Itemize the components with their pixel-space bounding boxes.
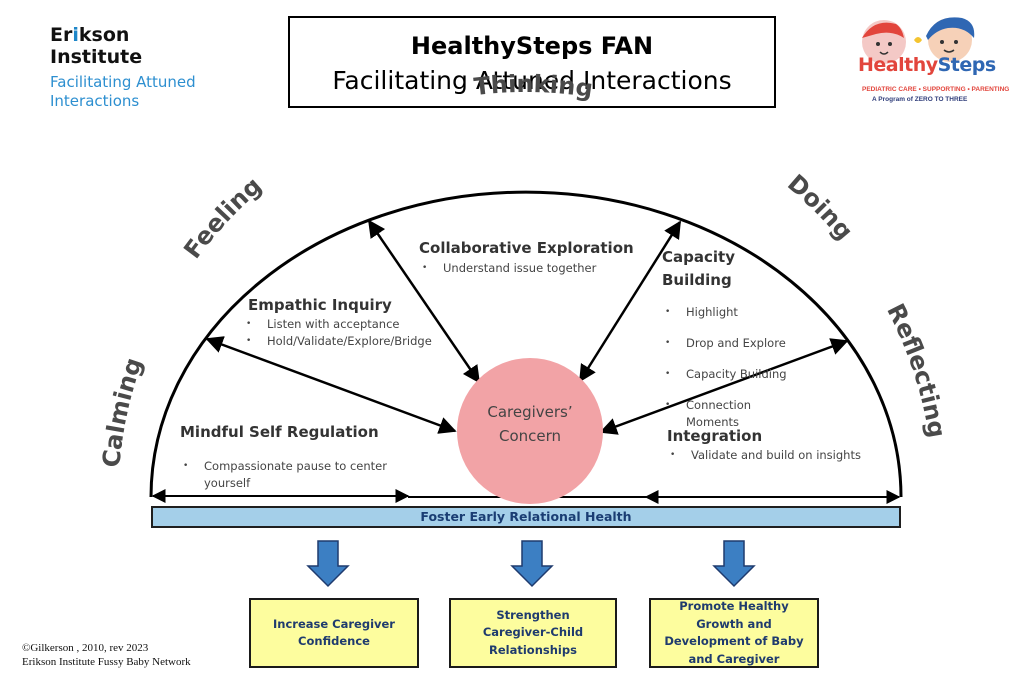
arrow-thinking-right — [578, 220, 682, 383]
arrow-thinking-left — [367, 219, 481, 384]
bullet-item: Hold/Validate/Explore/Bridge — [243, 333, 432, 350]
page-title: HealthySteps FAN — [410, 32, 654, 60]
bullets-collaborative-exploration: Understand issue together — [419, 260, 596, 277]
arrow-feeling — [205, 336, 457, 434]
caregivers-concern-circle — [457, 358, 603, 504]
bullets-empathic-inquiry: Listen with acceptance Hold/Validate/Exp… — [243, 316, 432, 350]
section-title-capacity-building: Capacity Building — [662, 248, 735, 289]
arc-label-thinking: Thinking — [473, 70, 595, 103]
bullet-item: Highlight — [662, 304, 787, 321]
bullet-item: Validate and build on insights — [667, 447, 861, 464]
erikson-logo-name: Erikson Institute — [50, 24, 143, 68]
outcome-box-development: Promote Healthy Growth and Development o… — [649, 598, 819, 668]
down-arrow-right — [712, 540, 756, 588]
section-title-mindful-self-regulation: Mindful Self Regulation — [180, 423, 379, 441]
section-title-integration: Integration — [667, 427, 763, 445]
bullet-item: Connection Moments — [662, 397, 787, 431]
arc-label-feeling: Feeling — [178, 171, 267, 263]
bullet-item: Understand issue together — [419, 260, 596, 277]
healthysteps-logo-icon — [862, 17, 975, 64]
bullet-item: Drop and Explore — [662, 335, 787, 352]
copyright-notice: ©Gilkerson , 2010, rev 2023 Erikson Inst… — [22, 642, 191, 668]
page-subtitle: Facilitating Attuned Interactions — [332, 66, 732, 95]
bullets-mindful-self-regulation: Compassionate pause to center yourself — [180, 444, 387, 506]
healthysteps-tagline: PEDIATRIC CARE • SUPPORTING • PARENTING — [862, 86, 1010, 93]
arc-label-reflecting: Reflecting — [881, 299, 951, 440]
caregivers-concern-label: Caregivers’ Concern — [487, 403, 573, 445]
down-arrow-middle — [510, 540, 554, 588]
outcome-box-relationships: Strengthen Caregiver-Child Relationships — [449, 598, 617, 668]
arrow-doing — [599, 338, 849, 435]
fan-arc — [149, 190, 903, 498]
section-title-empathic-inquiry: Empathic Inquiry — [248, 296, 392, 314]
foster-early-relational-health-bar: Foster Early Relational Health — [151, 506, 901, 528]
bullet-item: Listen with acceptance — [243, 316, 432, 333]
healthysteps-wordmark: HealthySteps — [858, 54, 996, 76]
arc-label-calming: Calming — [97, 354, 148, 469]
bullet-item: Capacity Building — [662, 366, 787, 383]
erikson-logo-subtitle: Facilitating Attuned Interactions — [50, 73, 196, 110]
arc-label-doing: Doing — [782, 169, 858, 245]
bullets-capacity-building: Highlight Drop and Explore Capacity Buil… — [662, 290, 787, 445]
down-arrow-left — [306, 540, 350, 588]
healthysteps-tagline-program: A Program of ZERO TO THREE — [872, 96, 968, 103]
bullets-integration: Validate and build on insights — [667, 447, 861, 464]
title-box: HealthySteps FAN Facilitating Attuned In… — [288, 16, 776, 108]
section-title-collaborative-exploration: Collaborative Exploration — [419, 239, 634, 257]
outcome-box-confidence: Increase Caregiver Confidence — [249, 598, 419, 668]
bullet-item: Compassionate pause to center yourself — [180, 458, 387, 492]
